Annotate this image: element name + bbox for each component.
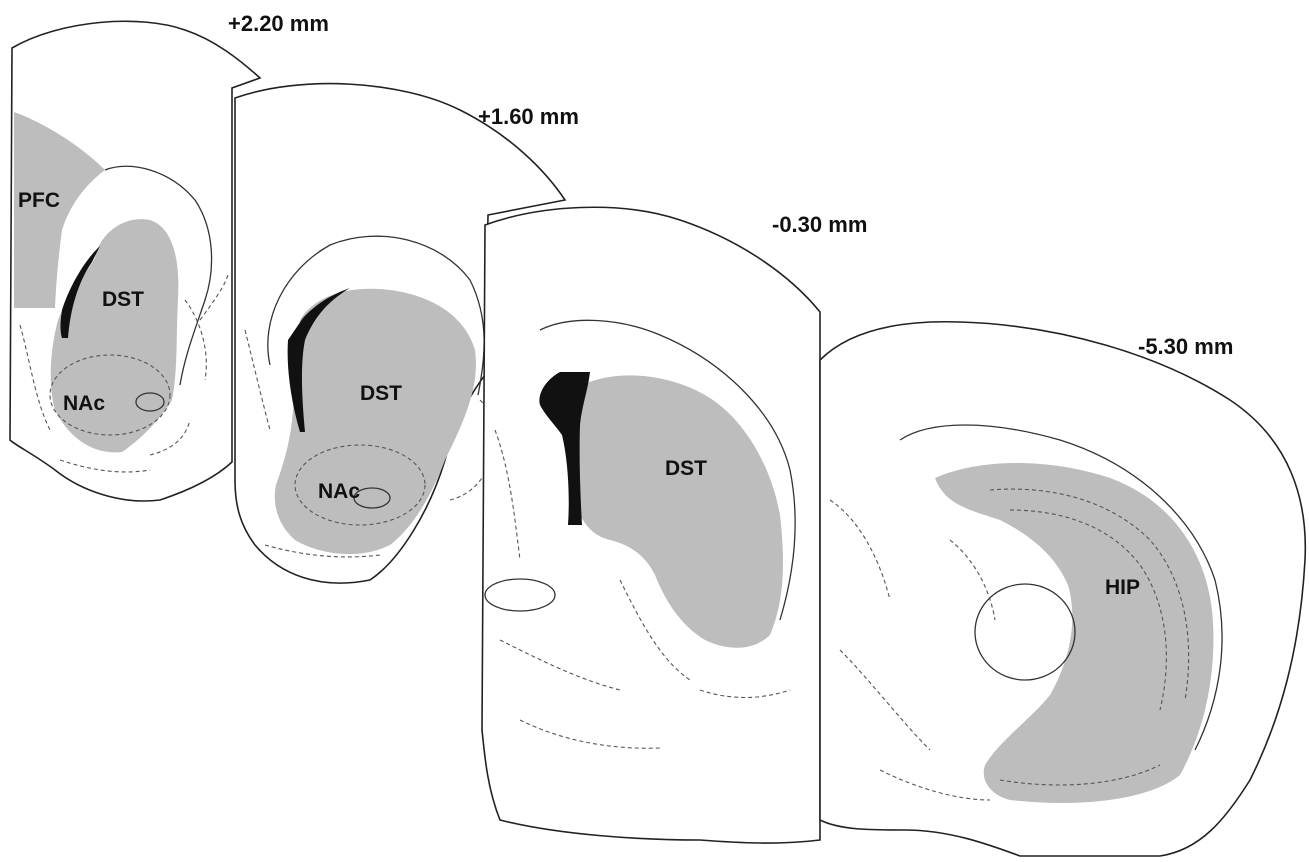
section-1-dst-label: DST — [102, 288, 144, 311]
section-3-depth-label: -0.30 mm — [772, 212, 867, 237]
section-2-nac-label: NAc — [318, 480, 360, 503]
section-4-hip-label: HIP — [1105, 576, 1140, 599]
section-1-pfc-label: PFC — [18, 189, 60, 212]
section-3: -0.30 mm DST — [482, 207, 867, 843]
section-2-depth-label: +1.60 mm — [478, 104, 579, 129]
section-3-dst-label: DST — [665, 457, 707, 480]
section-1-nac-label: NAc — [63, 392, 105, 415]
section-4-depth-label: -5.30 mm — [1138, 334, 1233, 359]
section-1-depth-label: +2.20 mm — [228, 11, 329, 36]
section-4: -5.30 mm HIP — [820, 322, 1305, 856]
section-2-dst-label: DST — [360, 382, 402, 405]
